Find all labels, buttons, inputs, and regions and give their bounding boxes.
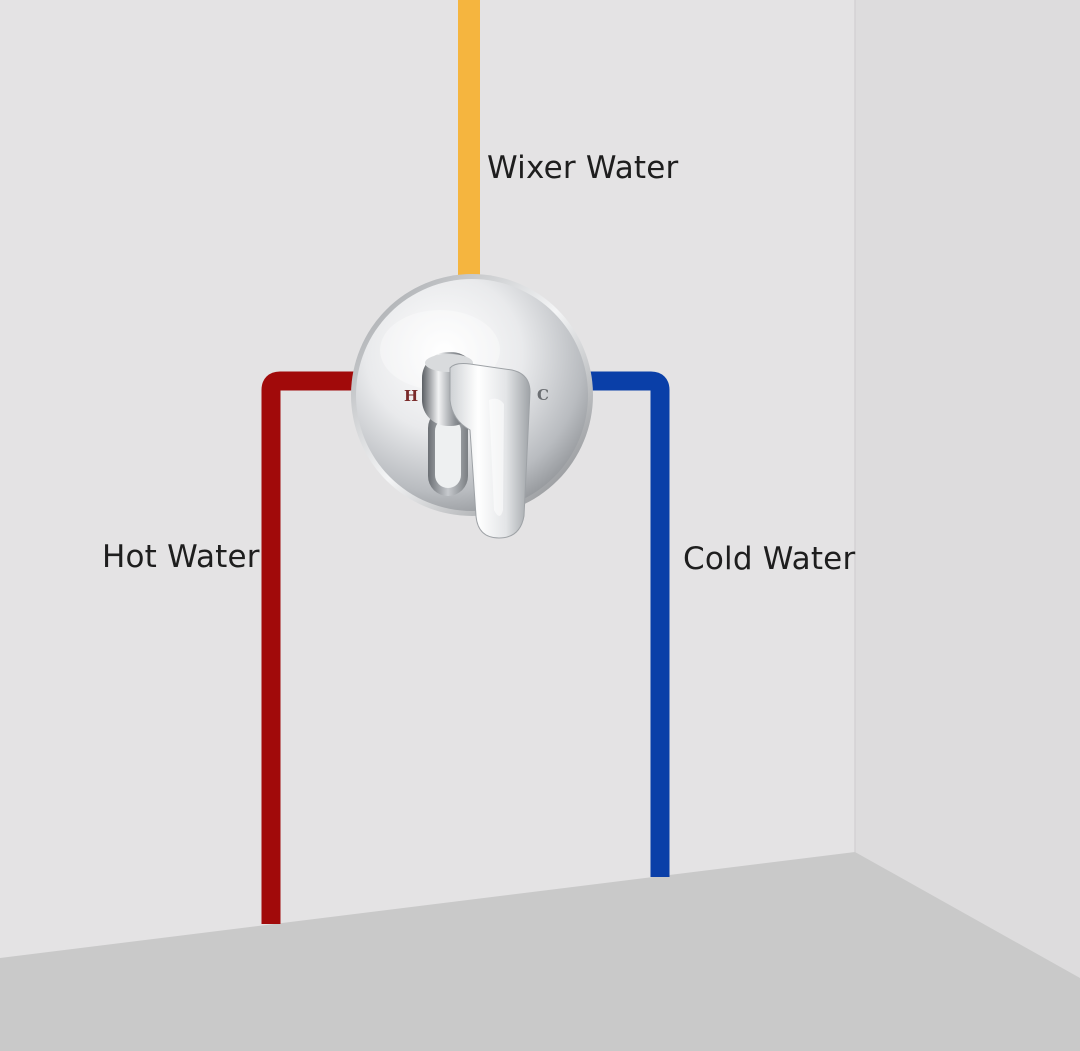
mixer-water-label: Wixer Water	[487, 150, 679, 186]
valve-slot	[428, 408, 468, 496]
lever-handle-icon[interactable]	[449, 363, 531, 539]
hot-water-pipe	[261, 371, 360, 924]
cold-letter: C	[537, 386, 549, 404]
floor	[0, 852, 1080, 1051]
shower-mixer-valve-icon: H C	[351, 274, 593, 539]
cold-water-pipe	[585, 371, 670, 877]
hot-water-label: Hot Water	[102, 539, 260, 575]
hot-letter: H	[404, 387, 418, 405]
cold-water-label: Cold Water	[683, 541, 856, 577]
